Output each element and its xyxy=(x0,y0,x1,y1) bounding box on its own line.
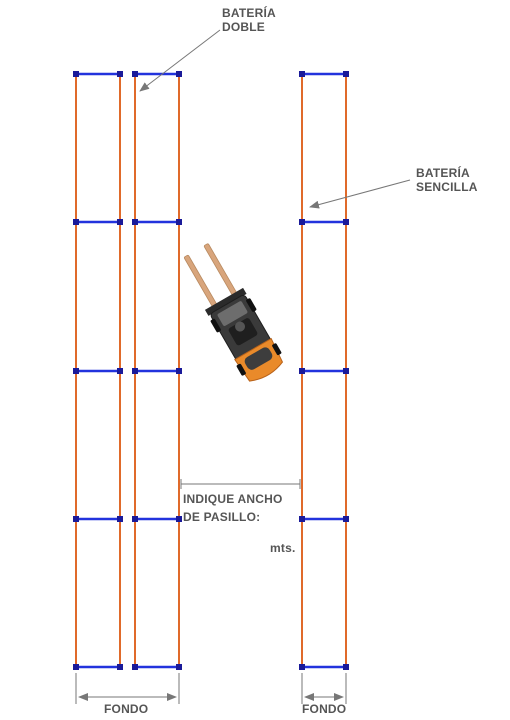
label-line: INDIQUE ANCHO xyxy=(183,492,283,506)
rack-beams xyxy=(76,72,346,669)
leader-arrow-double xyxy=(139,29,221,92)
rack-nodes xyxy=(73,71,349,670)
label-fondo-single: FONDO xyxy=(302,702,347,716)
depth-dimension-single xyxy=(301,673,347,704)
label-bateria-doble: BATERÍA DOBLE xyxy=(222,6,276,34)
label-aisle-width: INDIQUE ANCHO DE PASILLO: xyxy=(183,490,283,526)
label-line: SENCILLA xyxy=(416,180,478,194)
label-fondo-double: FONDO xyxy=(104,702,149,716)
forklift-top-view-icon xyxy=(184,243,284,382)
label-bateria-sencilla: BATERÍA SENCILLA xyxy=(416,166,478,194)
label-unit: mts. xyxy=(270,541,296,555)
label-line: BATERÍA xyxy=(222,6,276,20)
label-line: DOBLE xyxy=(222,20,265,34)
label-line: DE PASILLO: xyxy=(183,510,261,524)
aisle-dimension xyxy=(180,479,301,489)
label-line: BATERÍA xyxy=(416,166,470,180)
leader-arrow-single xyxy=(309,179,411,209)
depth-dimension-double xyxy=(75,673,180,704)
